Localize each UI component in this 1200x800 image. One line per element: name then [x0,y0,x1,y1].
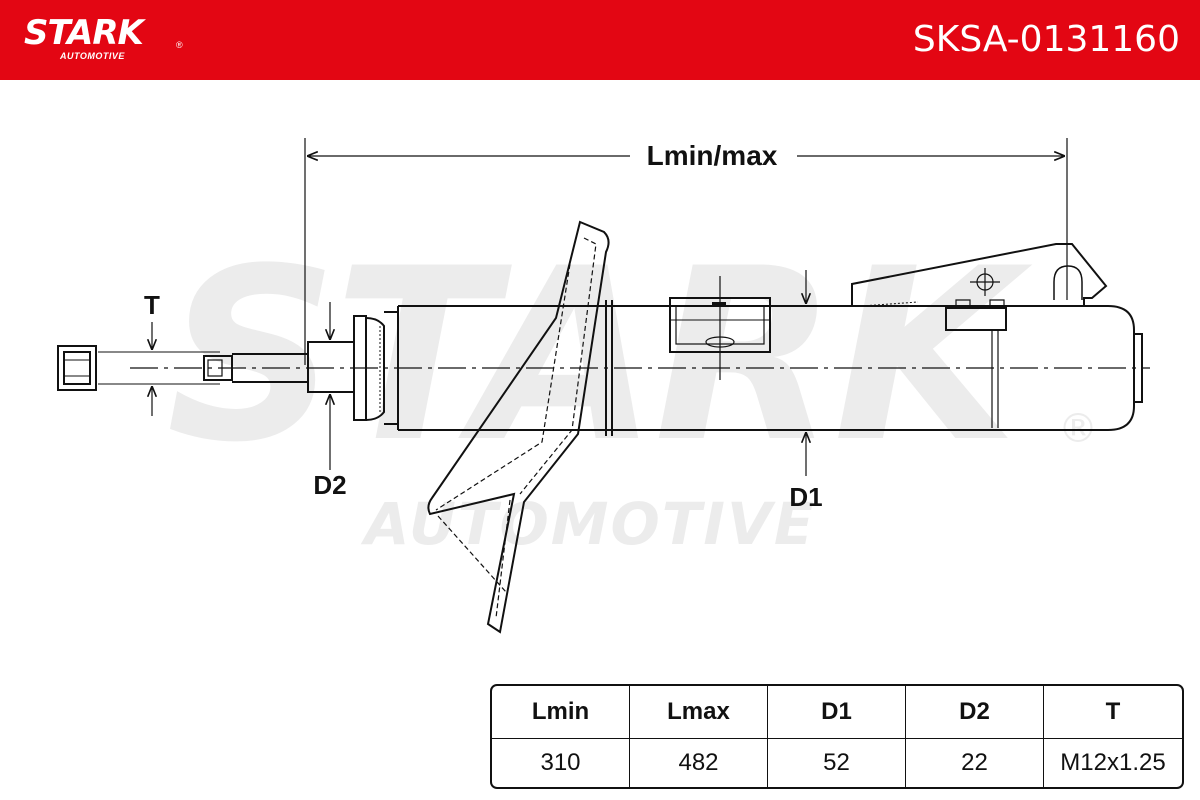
spec-header-d2: D2 [906,686,1044,739]
logo-registered-mark: ® [176,40,183,50]
spring-plate [427,220,610,634]
length-dimension-label: Lmin/max [647,140,778,171]
thread-dimension: T [98,290,220,416]
spec-table-value-row: 310 482 52 22 M12x1.25 [492,739,1182,787]
top-seal [353,311,398,425]
clamp-block [669,276,771,380]
spec-table-header-row: Lmin Lmax D1 D2 T [492,686,1182,739]
body-diameter-dimension: D1 [789,270,823,512]
spec-value-lmin: 310 [492,739,630,787]
watermark-main-text: STARK [166,218,1033,495]
length-dimension: Lmin/max [304,138,1068,365]
body-diameter-label: D1 [789,482,822,512]
spec-value-d1: 52 [768,739,906,787]
spec-header-lmax: Lmax [630,686,768,739]
mounting-bracket [851,243,1108,428]
spec-header-lmin: Lmin [492,686,630,739]
thread-dimension-label: T [144,290,160,320]
nut [57,345,97,391]
spec-header-d1: D1 [768,686,906,739]
logo-brand-text: STARK [24,13,144,53]
spec-value-lmax: 482 [630,739,768,787]
logo-sub-text: AUTOMOTIVE [60,51,125,61]
spec-table: Lmin Lmax D1 D2 T 310 482 52 22 M12x1.25 [490,684,1184,789]
spec-value-d2: 22 [906,739,1044,787]
spec-value-t: M12x1.25 [1060,749,1166,776]
part-number: SKSA-0131160 [912,19,1180,60]
stark-logo: STARK ® AUTOMOTIVE [24,13,183,62]
rod-diameter-dimension: D2 [313,302,347,500]
watermark-sub-text: AUTOMOTIVE [361,490,816,558]
spec-header-t: T [1044,686,1182,739]
rod-diameter-label: D2 [313,470,346,500]
piston-rod [203,341,355,393]
header-bar: STARK ® AUTOMOTIVE SKSA-0131160 [0,0,1200,80]
spring-seat-ring [605,300,613,436]
